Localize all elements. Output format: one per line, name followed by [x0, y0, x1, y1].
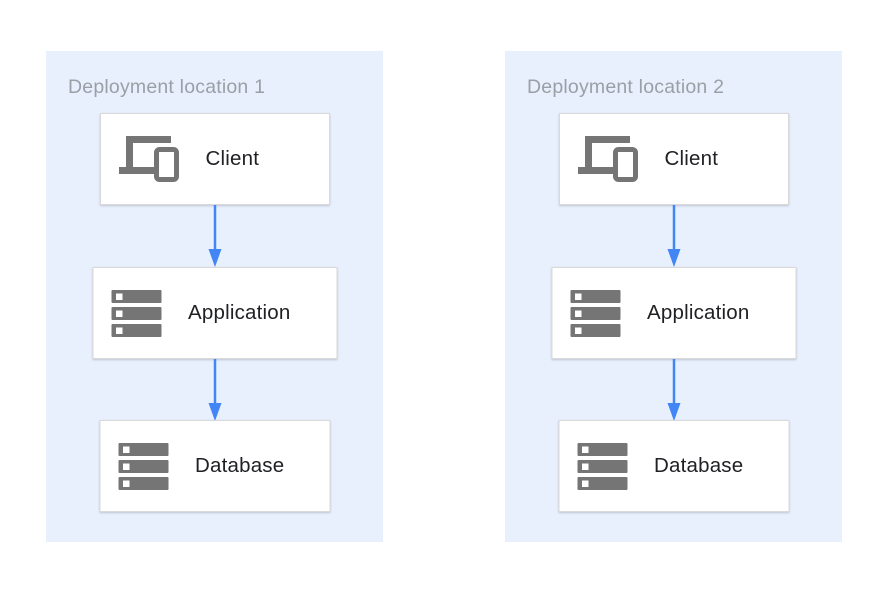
- node-client: Client: [558, 113, 789, 205]
- server-stack-icon: [118, 442, 168, 490]
- node-label: Application: [647, 301, 750, 324]
- node-database: Database: [99, 420, 330, 512]
- node-label: Application: [188, 301, 291, 324]
- server-stack-icon: [111, 289, 161, 337]
- devices-icon: [577, 136, 638, 182]
- node-database: Database: [558, 420, 789, 512]
- node-application: Application: [551, 267, 796, 359]
- node-label: Database: [195, 454, 285, 477]
- node-label: Database: [654, 454, 744, 477]
- arrow-client-to-application-icon: [208, 205, 221, 267]
- server-stack-icon: [577, 442, 627, 490]
- arrow-application-to-database-icon: [667, 359, 680, 421]
- server-stack-icon: [570, 289, 620, 337]
- arrow-client-to-application-icon: [667, 205, 680, 267]
- node-label: Client: [205, 147, 260, 170]
- panel-title: Deployment location 2: [527, 76, 725, 98]
- panel-title: Deployment location 1: [68, 76, 266, 98]
- arrow-application-to-database-icon: [208, 359, 221, 421]
- node-label: Client: [664, 147, 719, 170]
- node-client: Client: [99, 113, 330, 205]
- deployment-panel-1: Deployment location 1 Client: [46, 51, 383, 542]
- devices-icon: [118, 136, 179, 182]
- node-application: Application: [92, 267, 337, 359]
- deployment-panel-2: Deployment location 2 Client: [505, 51, 842, 542]
